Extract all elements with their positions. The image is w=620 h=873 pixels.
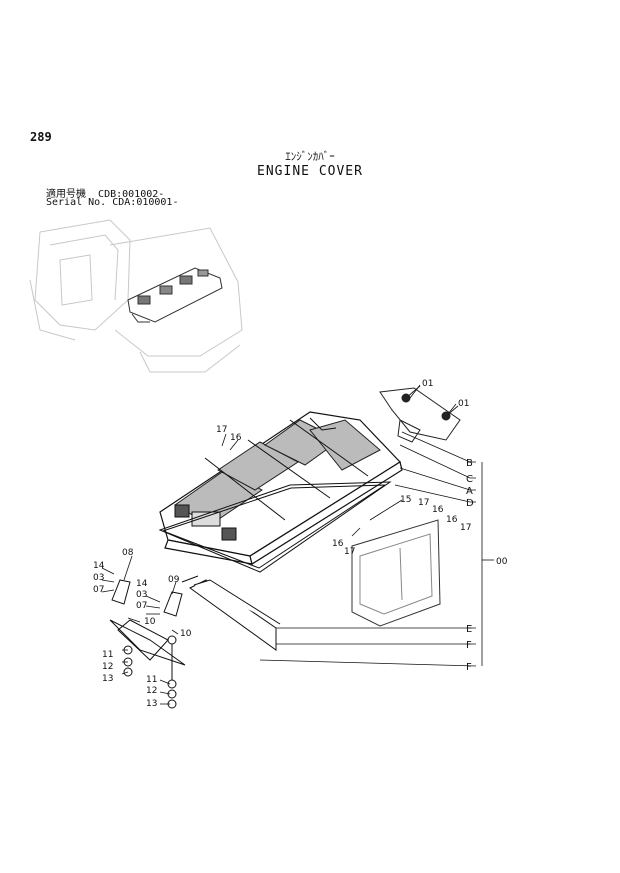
ref-letter-c: C — [466, 474, 473, 485]
ref-letter-d: D — [466, 498, 474, 509]
callout-16-c: 16 — [446, 515, 458, 525]
callout-08: 08 — [122, 548, 134, 558]
cover-panels — [174, 419, 381, 526]
callout-07-a: 07 — [93, 585, 104, 595]
callout-14-a: 14 — [93, 561, 105, 571]
ref-letter-a: A — [466, 486, 473, 497]
engine-cover-thumbnail — [127, 267, 223, 323]
trim-strips — [181, 575, 281, 651]
callout-16-b: 16 — [432, 505, 444, 515]
callout-09: 09 — [168, 575, 180, 585]
side-door — [351, 519, 441, 627]
callout-07-b: 07 — [136, 601, 147, 611]
ref-letter-f-a: F — [466, 640, 472, 651]
callout-13-a: 13 — [102, 674, 113, 684]
page-number: 289 — [30, 130, 52, 144]
callout-12-b: 12 — [146, 686, 157, 696]
callout-00: 00 — [496, 557, 508, 567]
ref-letter-f-b: F — [466, 662, 472, 673]
callout-16-a: 16 — [230, 433, 242, 443]
callout-17-d: 17 — [344, 547, 355, 557]
callout-13-b: 13 — [146, 699, 157, 709]
callout-03-a: 03 — [93, 573, 104, 583]
serial-label-1: 適用号機 — [46, 189, 86, 200]
callout-16-d: 16 — [332, 539, 344, 549]
callout-17-c: 17 — [460, 523, 471, 533]
cover-frame-lines — [204, 417, 369, 521]
serial-label-2: Serial No. — [46, 197, 107, 208]
title-japanese: ｴﾝｼﾞﾝｶﾊﾞｰ — [285, 150, 335, 163]
callout-01-a: 01 — [422, 379, 433, 389]
callout-01-b: 01 — [458, 399, 469, 409]
serial-line-1: 適用号機 CDB:001002- — [46, 185, 164, 200]
seal-gasket — [158, 481, 392, 573]
callout-03-b: 03 — [136, 590, 147, 600]
ref-letter-b: B — [466, 458, 473, 469]
callout-14-b: 14 — [136, 579, 148, 589]
serial-value-2: CDA:010001- — [112, 197, 179, 208]
latch-right — [163, 591, 183, 709]
callout-17-a: 17 — [216, 425, 227, 435]
callout-15: 15 — [400, 495, 411, 505]
callout-12-a: 12 — [102, 662, 113, 672]
callout-11-a: 11 — [102, 650, 113, 660]
ref-letter-e: E — [466, 624, 472, 635]
serial-value-1: CDB:001002- — [98, 189, 165, 200]
title-english: ENGINE COVER — [257, 164, 363, 179]
leader-lines — [101, 384, 494, 705]
serial-line-2: Serial No. CDA:010001- — [46, 197, 178, 208]
callout-17-b: 17 — [418, 498, 429, 508]
grille-front — [174, 504, 237, 541]
callout-10-a: 10 — [144, 617, 156, 627]
callout-10-b: 10 — [180, 629, 192, 639]
latch-left — [109, 579, 186, 677]
callout-11-b: 11 — [146, 675, 157, 685]
machine-overview-sketch — [29, 219, 243, 373]
